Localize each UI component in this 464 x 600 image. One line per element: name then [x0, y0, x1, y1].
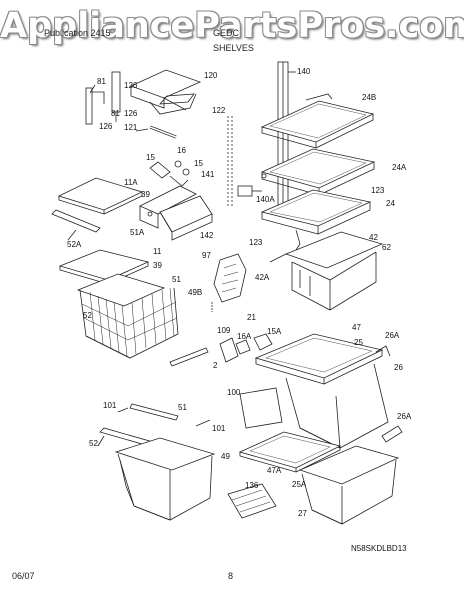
callout-c142: 142: [200, 231, 214, 240]
callout-c2: 2: [213, 361, 218, 370]
rail-51: [129, 403, 179, 421]
shelf-120-with-grille: [129, 69, 202, 115]
guide-122: [227, 116, 233, 208]
callout-c81b: 81: [111, 109, 120, 118]
callout-c123b: 123: [249, 238, 263, 247]
callout-c109: 109: [217, 326, 231, 335]
bracket-140a: [237, 185, 301, 251]
callout-c52a: 52A: [67, 240, 82, 249]
callout-c42: 42: [369, 233, 378, 242]
callout-c39a: 39: [141, 190, 150, 199]
footer-date: 06/07: [12, 571, 35, 581]
callout-c42a: 42A: [255, 273, 270, 282]
header-publication: Publication 2415: [44, 28, 111, 38]
bin-49: [114, 437, 216, 521]
cover-47a: [238, 431, 342, 473]
callout-c126a: 126: [124, 81, 138, 90]
cover-47: [254, 333, 384, 385]
callout-c126c: 126: [99, 122, 113, 131]
shelf-11: [58, 249, 150, 285]
callout-c26a2: 26A: [397, 412, 412, 421]
shelf-11a: [57, 177, 144, 215]
panel-142: [159, 195, 213, 241]
callout-c15a: 15: [146, 153, 155, 162]
callout-c126b: 126: [124, 109, 138, 118]
callout-c16: 16: [177, 146, 186, 155]
callout-c51a: 51A: [130, 228, 145, 237]
callout-c47a: 47A: [267, 466, 282, 475]
callout-c97: 97: [202, 251, 211, 260]
trim-52a: [51, 209, 101, 241]
callout-c39b: 39: [153, 261, 162, 270]
callout-c101b: 101: [212, 424, 226, 433]
callout-labels: 81 126 81 126 126 120 122 121 140 24B 15 16 15 141 11A…: [67, 67, 412, 518]
section-title: SHELVES: [213, 43, 254, 53]
callout-c24b: 24B: [362, 93, 376, 102]
wire-basket-49b: [76, 273, 179, 359]
slide-26a: [381, 425, 403, 443]
callout-c11: 11: [153, 247, 162, 256]
footer-page-number: 8: [228, 571, 234, 581]
handle-136: [227, 483, 277, 519]
callout-c21: 21: [247, 313, 256, 322]
callout-c81: 81: [97, 77, 106, 86]
callout-c140: 140: [297, 67, 311, 76]
callout-c123a: 123: [371, 186, 385, 195]
shelf-24b: [260, 93, 375, 149]
callout-c101a: 101: [103, 401, 117, 410]
lamp-parts-15-16: [149, 160, 190, 187]
callout-c62: 62: [382, 243, 391, 252]
header-model: GEDC: [213, 28, 240, 38]
lamp-cover-97: [211, 253, 247, 312]
housing-141: [139, 185, 197, 229]
watermark: AppliancePartsPros.com: [0, 6, 464, 46]
callout-c15b: 15: [194, 159, 203, 168]
callout-c52b: 52: [89, 439, 98, 448]
callout-c24: 24: [386, 199, 395, 208]
callout-c25: 25: [354, 338, 363, 347]
callout-c49: 49: [221, 452, 230, 461]
callout-c26a: 26A: [385, 331, 400, 340]
crisper-drawer-42-62: [269, 231, 384, 311]
callout-c141: 141: [201, 170, 215, 179]
callout-c15a2: 15A: [267, 327, 282, 336]
callout-c47: 47: [352, 323, 361, 332]
parts-109-16a-15a: [219, 333, 273, 363]
callout-c11a: 11A: [124, 178, 138, 187]
rail-2: [169, 347, 209, 367]
bracket-81-126: [85, 71, 121, 125]
callout-c26: 26: [394, 363, 403, 372]
divider-100: [239, 387, 283, 429]
callout-c100: 100: [227, 388, 241, 397]
callout-c27: 27: [298, 509, 307, 518]
rod-121: [135, 125, 177, 139]
callout-c121: 121: [124, 123, 138, 132]
callout-c140a: 140A: [256, 195, 275, 204]
callout-c49b: 49B: [188, 288, 202, 297]
callout-c120: 120: [204, 71, 218, 80]
shelf-24: [260, 189, 372, 235]
callout-c25a: 25A: [292, 480, 307, 489]
diagram-code: N58SKDLBD13: [351, 544, 407, 553]
callout-c122: 122: [212, 106, 226, 115]
callout-c51: 51: [172, 275, 181, 284]
callout-c52: 52: [83, 311, 92, 320]
callout-c24a: 24A: [392, 163, 407, 172]
pan-27: [298, 445, 400, 525]
callout-c136: 136: [245, 481, 259, 490]
callout-c51b: 51: [178, 403, 187, 412]
callout-c16a: 16A: [237, 332, 252, 341]
clip-101: [117, 407, 211, 427]
